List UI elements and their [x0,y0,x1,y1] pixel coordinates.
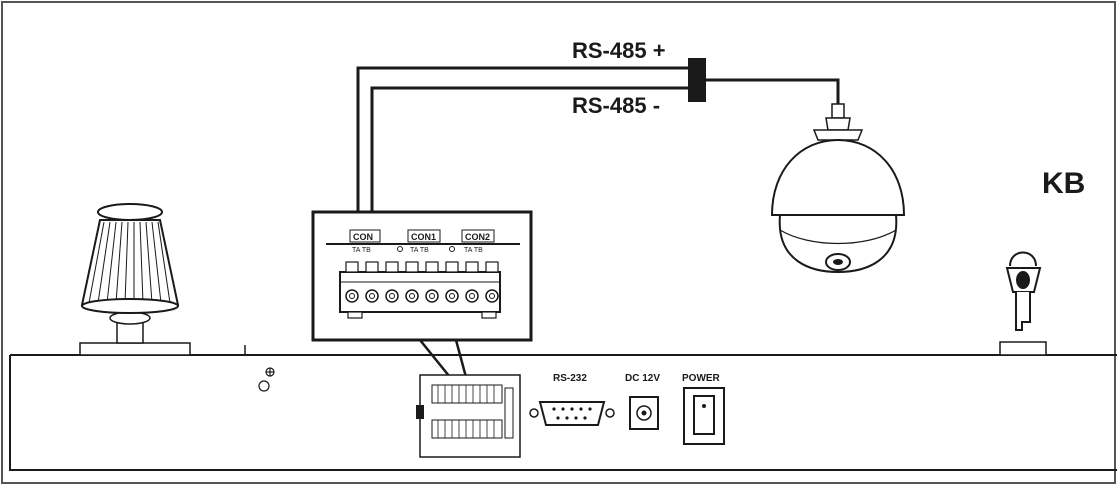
rs485-plus-label: RS-485 + [572,38,666,63]
con0-tag [349,229,381,243]
con-labels: CON TA TB CON1 TA TB CON2 TA TB [349,229,495,254]
rs232-label: RS-232 [553,373,587,384]
con1-pins: TA TB [410,247,429,254]
cable-connector [688,58,706,102]
con2-pins: TA TB [464,247,483,254]
terminal-block [339,261,501,319]
key-icon [999,251,1047,356]
con1-label: CON1 [411,232,436,242]
con2-label: CON2 [465,232,490,242]
power-switch: POWER [682,373,725,445]
rs485-minus-label: RS-485 - [572,93,660,118]
dome-camera-icon [770,103,906,274]
dc-jack: DC 12V [625,373,660,430]
keyboard-body [9,345,1117,471]
rs485-cables [356,66,840,232]
con1-tag [407,229,441,243]
dc-label: DC 12V [625,373,660,384]
device-label: KB [1042,167,1085,200]
joystick-icon [79,203,191,356]
con0-pins: TA TB [352,247,371,254]
ground-symbol-icon [258,367,275,392]
rs232-port: RS-232 [529,373,615,426]
con0-label: CON [353,232,373,242]
con2-tag [461,229,495,243]
power-label: POWER [682,373,721,384]
rear-terminal-strips [416,374,521,458]
